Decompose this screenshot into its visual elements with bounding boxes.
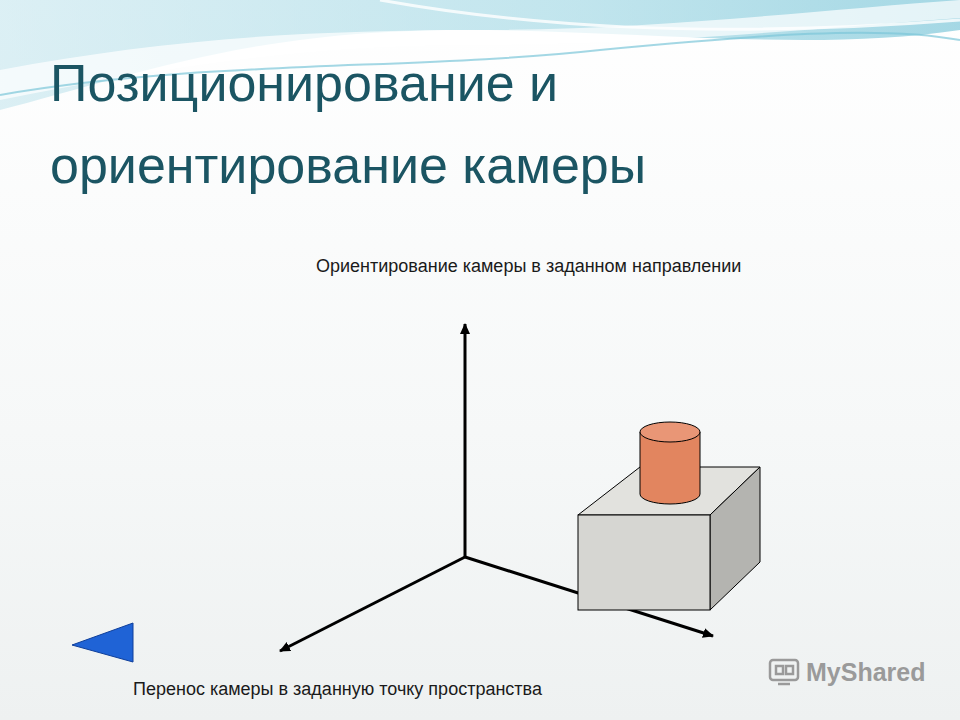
axis-x <box>280 557 465 651</box>
caption-label: Перенос камеры в заданную точку простран… <box>133 679 542 700</box>
watermark-icon <box>770 660 798 684</box>
wave-line <box>380 0 960 29</box>
cylinder-body <box>640 432 700 504</box>
box-front <box>578 515 710 610</box>
cylinder-top <box>640 422 700 442</box>
box-side <box>710 467 760 610</box>
slide-title: Позиционирование и ориентирование камеры <box>50 42 790 206</box>
axis-y <box>464 324 467 557</box>
caption-label: Ориентирование камеры в заданном направл… <box>316 256 741 277</box>
watermark: MyShared <box>806 658 925 687</box>
nav-arrow <box>72 623 133 662</box>
